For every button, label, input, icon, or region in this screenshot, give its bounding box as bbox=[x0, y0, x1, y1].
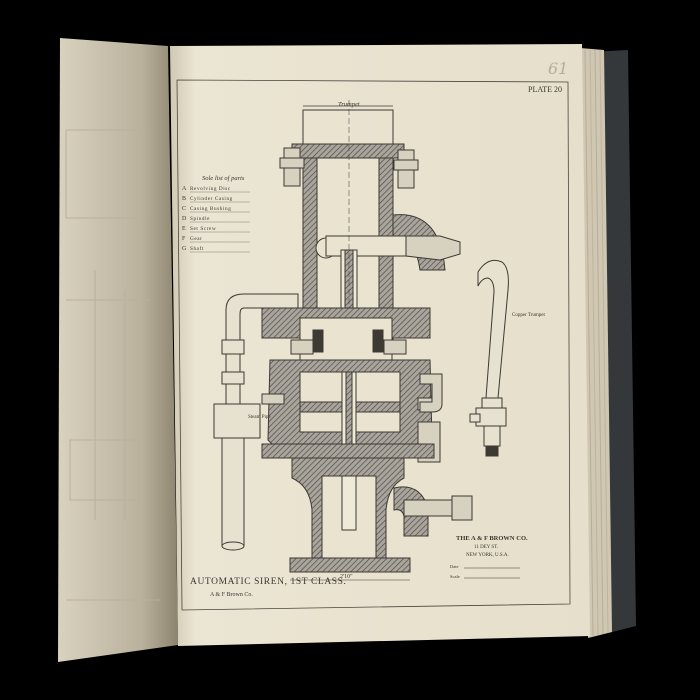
top-flange bbox=[291, 143, 405, 159]
part-letter: G bbox=[182, 246, 187, 252]
part-name: Set Screw bbox=[190, 226, 216, 232]
bolt-mid-left bbox=[261, 393, 285, 405]
stamp-scale-label: Scale bbox=[450, 574, 460, 579]
part-letter: C bbox=[182, 206, 186, 212]
parts-list-heading: Sole list of parts bbox=[202, 175, 245, 182]
part-letter: E bbox=[182, 226, 186, 232]
part-letter: B bbox=[182, 196, 186, 202]
steam-pipe-label: Steam Pipe bbox=[248, 415, 271, 420]
lower-flange bbox=[261, 443, 435, 459]
small-elbow bbox=[419, 373, 443, 413]
part-name: Spindle bbox=[190, 216, 210, 222]
plate-title: AUTOMATIC SIREN, 1ST CLASS. bbox=[190, 577, 347, 587]
part-name: Cylinder Casing bbox=[190, 196, 233, 202]
stamp-city: NEW YORK, U.S.A. bbox=[466, 553, 509, 558]
part-name: Casing Bushing bbox=[190, 206, 231, 212]
pencil-page-mark: 61 bbox=[548, 59, 568, 78]
base-width-dimension: 2'10" bbox=[340, 574, 353, 580]
siren-drawing: Trumpet bbox=[261, 100, 473, 581]
stamp-date-label: Date bbox=[450, 564, 459, 569]
part-letter: A bbox=[182, 186, 187, 192]
lever-handle bbox=[405, 235, 461, 261]
plate-border bbox=[176, 79, 571, 611]
left-page-faint-drawing bbox=[65, 129, 160, 601]
plate-number: PLATE 20 bbox=[528, 85, 562, 94]
parts-list-item: E Set Screw bbox=[182, 226, 250, 233]
maker-name: A & F Brown Co. bbox=[210, 592, 253, 598]
part-letter: D bbox=[182, 216, 187, 222]
copper-trumpet-detail: Copper Trumpet bbox=[469, 259, 546, 457]
part-name: Revolving Disc bbox=[190, 186, 231, 192]
part-letter: F bbox=[182, 236, 186, 242]
stamp-street: 11 DEY ST. bbox=[474, 545, 498, 550]
parts-list-item: C Casing Bushing bbox=[182, 206, 250, 213]
left-page bbox=[58, 38, 178, 662]
company-stamp: THE A & F BROWN CO. 11 DEY ST. NEW YORK,… bbox=[450, 535, 528, 579]
parts-list-item: B Cylinder Casing bbox=[182, 196, 250, 203]
part-name: Shaft bbox=[190, 245, 204, 252]
base-foot bbox=[289, 557, 411, 573]
steam-pipe-left: Steam Pipe bbox=[213, 293, 299, 551]
copper-trumpet-label: Copper Trumpet bbox=[512, 313, 546, 318]
part-name: Gear bbox=[190, 236, 202, 242]
parts-list-item: F Gear bbox=[182, 236, 250, 243]
stamp-company: THE A & F BROWN CO. bbox=[456, 535, 528, 542]
